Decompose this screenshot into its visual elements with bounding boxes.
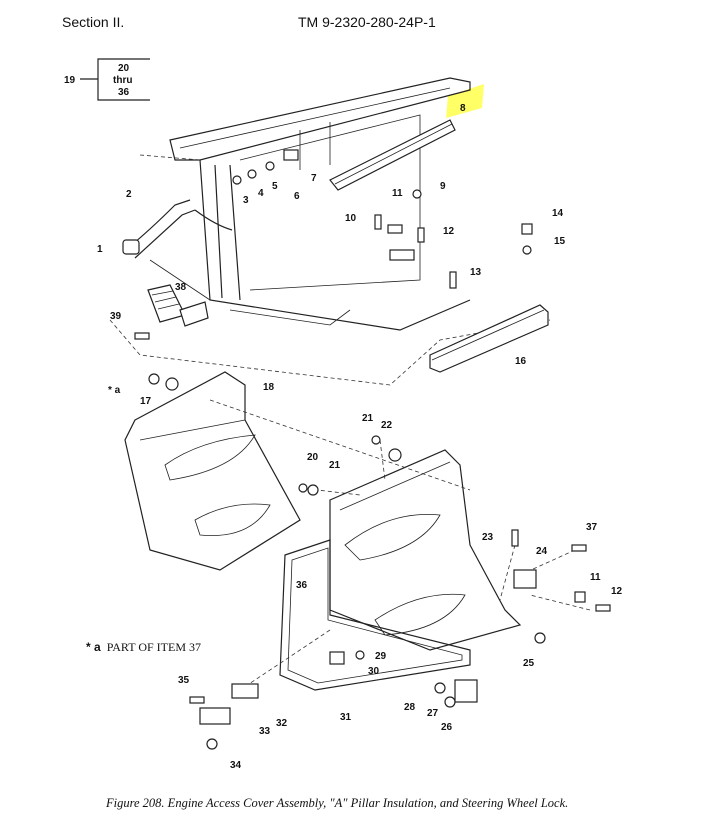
callout-15: 15 [554,236,566,247]
callout-38: 38 [175,282,187,293]
footnote: * a PART OF ITEM 37 [86,640,201,655]
hardware-fasteners [134,149,611,750]
callout-5: 5 [272,181,278,192]
item-16-bar [429,304,549,373]
callout-10: 10 [345,213,357,224]
item-18-insulation-pad [124,371,301,571]
callout-25: 25 [523,658,535,669]
bracket-line1: 20 [118,63,130,74]
callout-12: 12 [443,226,455,237]
item-36-access-cover [329,449,522,651]
callout-9: 9 [440,181,446,192]
callout-7: 7 [311,173,317,184]
callout-14: 14 [552,208,564,219]
footnote-text: PART OF ITEM 37 [106,640,201,654]
callout-34: 34 [230,760,242,771]
callout-28: 28 [404,702,416,713]
bracket-line3: 36 [118,87,130,98]
item-8-rail [329,119,456,191]
callout-21: 21 [362,413,374,424]
item-1-handle [122,199,233,259]
star-a-marker: * a [108,385,121,396]
callout-11: 11 [392,188,403,199]
callout-13: 13 [470,267,482,278]
callout-8: 8 [460,103,466,114]
callout-4: 4 [258,188,264,199]
callout-2: 2 [126,189,132,200]
callout-1: 1 [97,244,103,255]
footnote-marker: * a [86,640,101,654]
callout-24: 24 [536,546,548,557]
callout-33: 33 [259,726,271,737]
figure-caption: Figure 208. Engine Access Cover Assembly… [106,796,569,810]
callout-27: 27 [427,708,439,719]
vehicle-body-upper [109,77,551,386]
callout-11: 11 [590,572,601,583]
callout-36: 36 [296,580,308,591]
bracket-line2: thru [113,75,132,86]
callout-23: 23 [482,532,494,543]
section-label: Section II. [62,14,125,30]
callout-31: 31 [340,712,352,723]
callout-20: 20 [307,452,319,463]
tm-number: TM 9-2320-280-24P-1 [298,14,436,30]
item-range-bracket: 19 20 thru 36 [64,58,150,101]
item-8-highlight [446,84,484,118]
callout-3: 3 [243,195,249,206]
callout-37: 37 [586,522,598,533]
callout-12: 12 [611,586,623,597]
callout-17: 17 [140,396,152,407]
callout-layer: 1234567891011121314151617182122202123243… [97,103,623,771]
pedal-assembly [147,284,209,327]
callout-16: 16 [515,356,527,367]
callout-26: 26 [441,722,453,733]
callout-32: 32 [276,718,288,729]
callout-6: 6 [294,191,300,202]
callout-39: 39 [110,311,122,322]
callout-35: 35 [178,675,190,686]
bracket-callout: 19 [64,75,76,86]
callout-18: 18 [263,382,275,393]
callout-21: 21 [329,460,341,471]
callout-22: 22 [381,420,393,431]
callout-29: 29 [375,651,387,662]
item-31-seal-frame [279,539,471,691]
callout-30: 30 [368,666,380,677]
